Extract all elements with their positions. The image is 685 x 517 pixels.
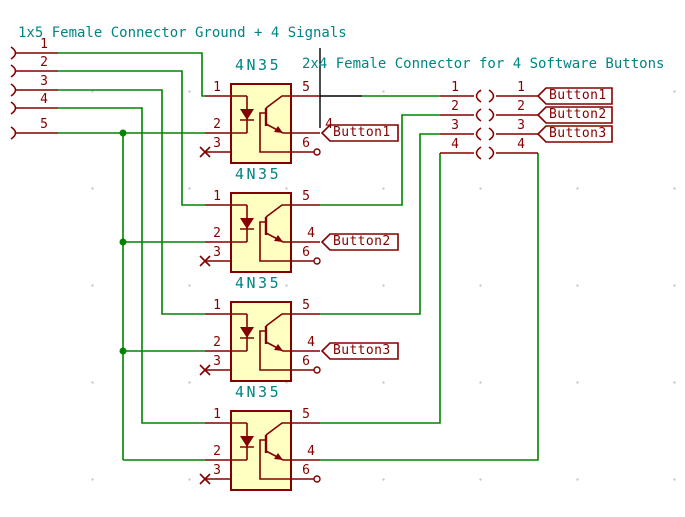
junction-dot-2[interactable]: [119, 238, 127, 246]
opto2-pin2-number: 2: [213, 226, 221, 241]
wire-signal-3[interactable]: [58, 89, 205, 315]
opto4-pin4-number: 4: [307, 444, 315, 459]
opto4-name[interactable]: 4N35: [235, 383, 282, 401]
opto4-pin1-number: 1: [213, 407, 221, 422]
wire-signal-4[interactable]: [58, 107, 205, 424]
graphic-line-black[interactable]: [319, 48, 362, 128]
net-label-button2[interactable]: Button2: [333, 234, 391, 249]
opto2-pin4-number: 4: [307, 226, 315, 241]
right-conn-left-pin3-number: 3: [451, 118, 459, 133]
net-label-button1[interactable]: Button1: [333, 125, 391, 140]
right-conn-right-pin3-number: 3: [517, 118, 525, 133]
opto1-pin5-number: 5: [302, 80, 310, 95]
opto3-pin5-number: 5: [302, 298, 310, 313]
opto1-name[interactable]: 4N35: [235, 56, 282, 74]
title-right-connector[interactable]: 2x4 Female Connector for 4 Software Butt…: [302, 56, 665, 72]
opto2-pin6-number: 6: [302, 245, 310, 260]
opto1-pin4-number: 4: [325, 117, 333, 132]
opto2-pin5-number: 5: [302, 189, 310, 204]
opto4-pin2-number: 2: [213, 444, 221, 459]
opto3-pin2-number: 2: [213, 335, 221, 350]
opto2-pin1-number: 1: [213, 189, 221, 204]
opto1-pin3-number: 3: [213, 136, 221, 151]
opto1-pin2-number: 2: [213, 117, 221, 132]
right-conn-right-pin2-number: 2: [517, 99, 525, 114]
opto1-pin6-number: 6: [302, 136, 310, 151]
wire-opto2-output[interactable]: [320, 114, 440, 206]
right-connector-pins[interactable]: [440, 89, 538, 160]
net-label-flag-conn-row1[interactable]: [536, 87, 613, 105]
right-conn-left-pin2-number: 2: [451, 99, 459, 114]
opto3-pin3-number: 3: [213, 354, 221, 369]
opto3-name[interactable]: 4N35: [235, 274, 282, 292]
junction-dot-1[interactable]: [119, 129, 127, 137]
opto4-pin3-number: 3: [213, 463, 221, 478]
opto4-pin5-number: 5: [302, 407, 310, 422]
wire-opto4-collector[interactable]: [320, 153, 441, 424]
wire-opto4-emitter[interactable]: [320, 153, 539, 461]
conn-net-label-button1[interactable]: Button1: [549, 88, 607, 103]
right-conn-left-pin1-number: 1: [451, 80, 459, 95]
wire-signal-1[interactable]: [58, 52, 205, 97]
opto2-pin3-number: 3: [213, 245, 221, 260]
wire-signal-2[interactable]: [58, 70, 205, 206]
conn-net-label-button2[interactable]: Button2: [549, 107, 607, 122]
net-label-flag-opto3[interactable]: [320, 342, 399, 360]
junction-dot-3[interactable]: [119, 347, 127, 355]
opto3-pin6-number: 6: [302, 354, 310, 369]
right-conn-right-pin4-number: 4: [517, 137, 525, 152]
right-conn-right-pin1-number: 1: [517, 80, 525, 95]
wire-opto3-output[interactable]: [320, 133, 440, 315]
conn-net-label-button3[interactable]: Button3: [549, 126, 607, 141]
opto2-name[interactable]: 4N35: [235, 165, 282, 183]
left-conn-pin1-number: 1: [40, 37, 48, 52]
net-label-flag-opto1[interactable]: [320, 124, 399, 142]
left-connector-pins[interactable]: [10, 46, 58, 140]
wire-ground-bus[interactable]: [58, 132, 205, 461]
opto3-pin4-number: 4: [307, 335, 315, 350]
left-conn-pin2-number: 2: [40, 55, 48, 70]
net-label-flag-opto2[interactable]: [320, 233, 399, 251]
opto1-pin1-number: 1: [213, 80, 221, 95]
left-conn-pin4-number: 4: [40, 92, 48, 107]
right-conn-left-pin4-number: 4: [451, 137, 459, 152]
net-label-flag-conn-row3[interactable]: [536, 125, 613, 143]
opto3-pin1-number: 1: [213, 298, 221, 313]
net-label-flag-conn-row2[interactable]: [536, 106, 613, 124]
title-left-connector[interactable]: 1x5 Female Connector Ground + 4 Signals: [18, 25, 347, 41]
net-label-button3[interactable]: Button3: [333, 343, 391, 358]
left-conn-pin5-number: 5: [40, 117, 48, 132]
left-conn-pin3-number: 3: [40, 74, 48, 89]
opto4-pin6-number: 6: [302, 463, 310, 478]
